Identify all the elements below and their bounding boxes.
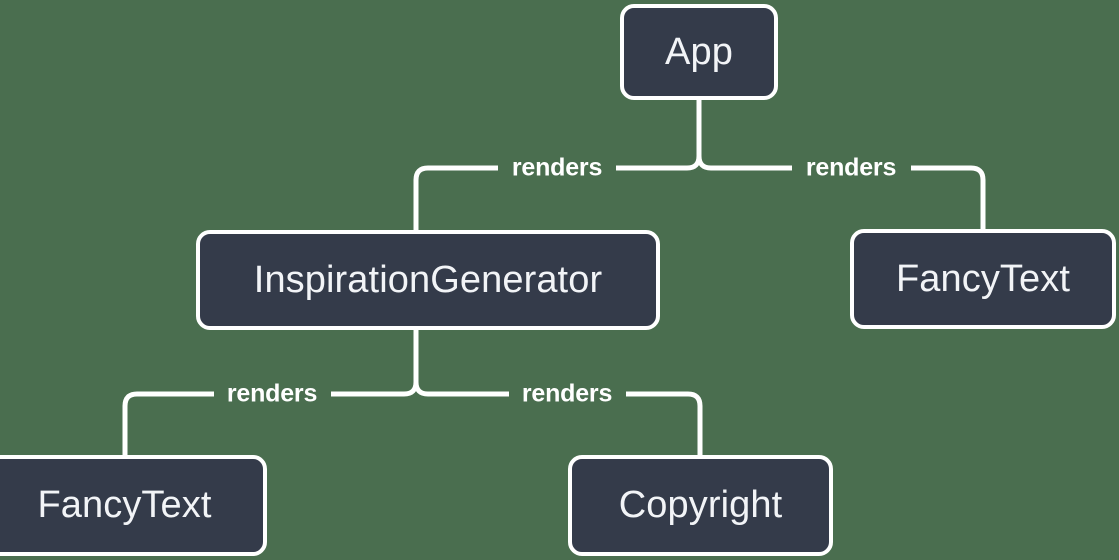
edge-inspiration-generator-stem <box>331 330 419 397</box>
node-copyright-label: Copyright <box>618 484 783 526</box>
edge-app-to-inspiration-generator <box>413 165 498 230</box>
edge-app-stem <box>616 100 702 171</box>
edge-app-stem-right <box>696 155 792 171</box>
edge-app-to-fancytext-right <box>911 165 986 229</box>
edge-label-inspiration-generator-to-fancytext-bottom: renders <box>226 379 318 408</box>
edge-inspiration-generator-to-fancytext-bottom <box>122 391 214 455</box>
node-fancytext-right-label: FancyText <box>895 257 1071 300</box>
edge-inspiration-generator-stem-right <box>413 381 509 397</box>
node-fancytext-right[interactable]: FancyText <box>850 229 1116 329</box>
node-copyright[interactable]: Copyright <box>568 455 833 556</box>
node-fancytext-bottom[interactable]: FancyText <box>0 455 267 556</box>
node-app[interactable]: App <box>620 4 778 100</box>
edge-label-app-to-fancytext-right: renders <box>805 153 897 182</box>
edge-label-inspiration-generator-to-copyright: renders <box>521 379 613 408</box>
node-inspiration-generator[interactable]: InspirationGenerator <box>196 230 660 330</box>
node-app-label: App <box>665 30 733 73</box>
edge-label-app-to-inspiration-generator: renders <box>511 153 603 182</box>
edge-inspiration-generator-to-copyright <box>626 391 703 455</box>
node-inspiration-generator-label: InspirationGenerator <box>253 258 603 301</box>
node-fancytext-bottom-label: FancyText <box>37 484 212 526</box>
